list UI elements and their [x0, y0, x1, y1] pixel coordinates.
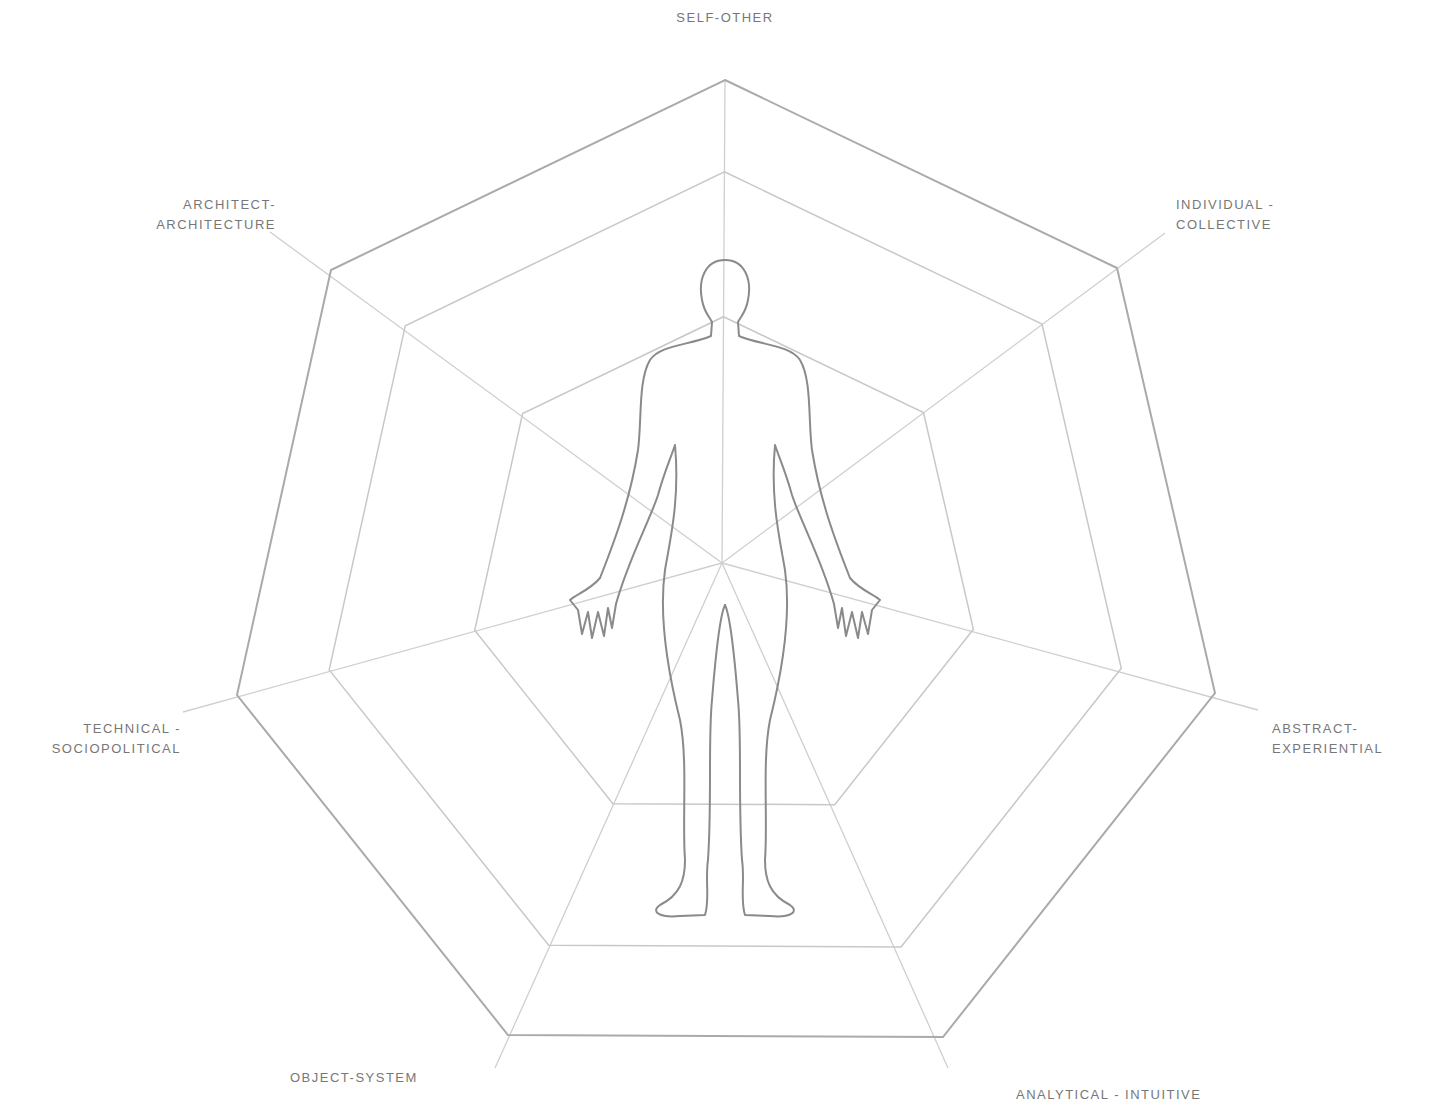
- middle-ring: [329, 172, 1121, 947]
- axis-label: SELF-OTHER: [676, 8, 773, 28]
- spoke: [183, 563, 722, 712]
- spokes: [183, 80, 1258, 1068]
- inner-ring: [475, 317, 974, 805]
- figure-half: [725, 260, 880, 916]
- axis-label: OBJECT-SYSTEM: [290, 1068, 418, 1088]
- outer-ring: [237, 80, 1215, 1037]
- axis-label: ANALYTICAL - INTUITIVE: [1016, 1085, 1201, 1105]
- human-figure: [570, 260, 880, 916]
- spoke: [495, 563, 722, 1068]
- axis-label: INDIVIDUAL - COLLECTIVE: [1176, 195, 1326, 235]
- spoke: [722, 563, 948, 1068]
- spoke: [722, 233, 1165, 563]
- axis-label: ABSTRACT- EXPERIENTIAL: [1272, 719, 1412, 759]
- spoke: [722, 80, 725, 563]
- spoke: [722, 563, 1258, 710]
- figure-half: [570, 260, 725, 916]
- axis-label: ARCHITECT- ARCHITECTURE: [122, 195, 276, 235]
- axis-label: TECHNICAL - SOCIOPOLITICAL: [15, 719, 181, 759]
